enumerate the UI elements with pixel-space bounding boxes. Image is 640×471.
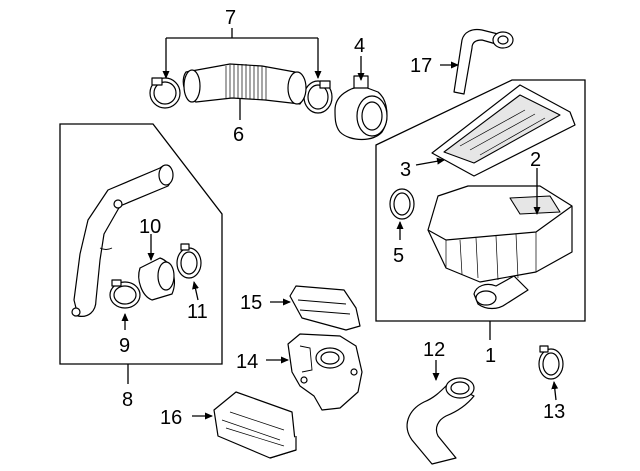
filter-cover-3 bbox=[415, 84, 576, 177]
callout-5: 5 bbox=[393, 245, 404, 267]
leader-3 bbox=[415, 157, 445, 166]
callout-2: 2 bbox=[530, 149, 541, 171]
callout-7: 7 bbox=[225, 7, 236, 29]
clamp-7-left bbox=[149, 77, 181, 109]
callout-10: 10 bbox=[139, 216, 161, 238]
maf-sensor-4 bbox=[334, 56, 388, 141]
vent-hose-17 bbox=[440, 28, 514, 95]
clamp-13 bbox=[538, 345, 564, 401]
intake-hose-12 bbox=[406, 360, 475, 465]
callout-15: 15 bbox=[240, 292, 262, 314]
callout-11: 11 bbox=[187, 301, 208, 323]
callout-16: 16 bbox=[160, 407, 182, 429]
group-box-1 bbox=[375, 79, 586, 322]
gasket-5 bbox=[389, 188, 415, 240]
callout-1: 1 bbox=[485, 345, 496, 367]
clamp-9 bbox=[109, 279, 141, 330]
clamp-7-right bbox=[303, 80, 333, 114]
coupler-10 bbox=[138, 234, 175, 301]
leader-13 bbox=[551, 381, 559, 401]
air-cleaner-housing-2 bbox=[427, 168, 573, 310]
callout-9: 9 bbox=[119, 335, 130, 357]
leader-11 bbox=[192, 281, 199, 301]
resonator-14 bbox=[266, 333, 363, 411]
intake-tube-8 bbox=[71, 164, 174, 317]
callout-6: 6 bbox=[233, 124, 244, 146]
callout-14: 14 bbox=[236, 351, 258, 373]
callout-17: 17 bbox=[410, 55, 432, 77]
callout-8: 8 bbox=[122, 389, 133, 411]
callout-3: 3 bbox=[400, 159, 411, 181]
callout-12: 12 bbox=[423, 339, 445, 361]
duct-cover-15 bbox=[270, 285, 361, 331]
callout-4: 4 bbox=[354, 35, 365, 57]
callout-13: 13 bbox=[543, 401, 565, 423]
intake-duct-6 bbox=[182, 63, 307, 120]
group-box-8 bbox=[59, 123, 223, 365]
clamp-11 bbox=[176, 243, 202, 301]
bracket-7 bbox=[162, 28, 322, 79]
air-inlet-16 bbox=[192, 391, 297, 459]
